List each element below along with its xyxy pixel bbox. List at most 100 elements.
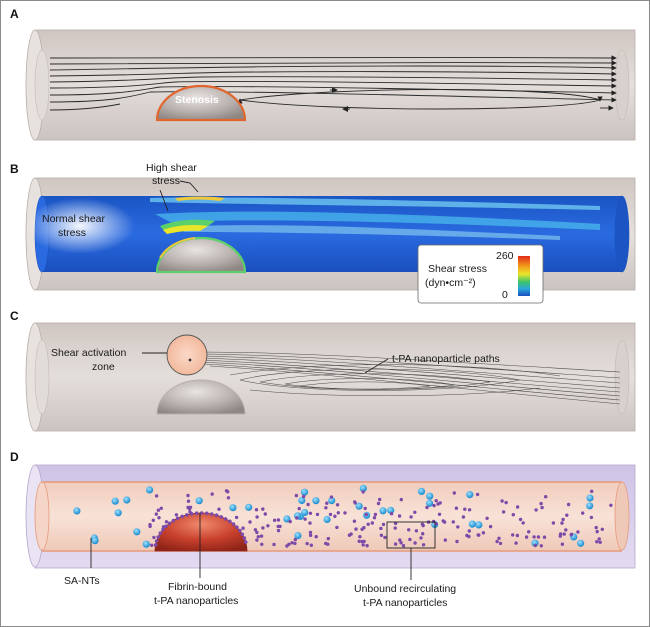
nanoparticle [414, 529, 419, 533]
panel-b: B Normal shear stress High shear stress [10, 162, 636, 304]
nanoparticle [255, 515, 259, 519]
nanoparticle [594, 525, 598, 530]
nanoparticle [413, 541, 417, 545]
nanoparticle [314, 535, 318, 539]
nanoparticle [600, 527, 604, 531]
sa-nt-particle [323, 515, 331, 524]
nanoparticle [261, 526, 265, 530]
nanoparticle [214, 513, 219, 517]
nanoparticle [408, 537, 412, 542]
nanoparticle [511, 513, 515, 517]
nanoparticle [488, 524, 493, 529]
nanoparticle [372, 516, 377, 520]
nanoparticle [421, 543, 426, 547]
shear-stress-legend: Shear stress (dyn•cm⁻²) 260 0 [417, 244, 544, 304]
nanoparticle [501, 510, 506, 514]
sa-nt-particle [387, 506, 395, 514]
nanoparticle [293, 541, 297, 546]
nanoparticle [539, 501, 543, 506]
nanoparticle [589, 515, 594, 520]
nanoparticle [363, 506, 367, 511]
sa-nt-particle [195, 497, 203, 505]
nanoparticle [527, 530, 531, 534]
nanoparticle [432, 503, 436, 508]
nanoparticle [566, 502, 571, 507]
sa-nt-particle [73, 507, 81, 515]
sa-nt-particle [359, 484, 367, 492]
nanoparticle [515, 533, 520, 538]
nanoparticle [228, 519, 232, 524]
nanoparticle [560, 542, 565, 546]
nanoparticle [240, 532, 245, 537]
nanoparticle [248, 520, 252, 524]
normal-shear-glow [25, 198, 135, 254]
nanoparticle [261, 507, 265, 511]
nanoparticle [558, 532, 563, 536]
nanoparticle [452, 491, 456, 495]
nanoparticle [358, 535, 362, 539]
nanoparticle-paths [199, 351, 621, 405]
nanoparticle [188, 505, 193, 509]
nanoparticle [442, 520, 447, 524]
nanoparticle [379, 533, 384, 537]
sa-nt-particle [586, 502, 594, 510]
nanoparticle [397, 514, 402, 518]
nanoparticle [560, 521, 564, 525]
nanoparticle [276, 524, 280, 529]
nanoparticle [521, 521, 525, 525]
nanoparticle [256, 535, 260, 539]
lumen-end [614, 481, 630, 551]
nanoparticle [242, 536, 247, 540]
nanoparticle [562, 532, 566, 536]
nanoparticle [241, 526, 245, 530]
nanoparticle [362, 526, 366, 530]
nanoparticle [476, 533, 480, 537]
nanoparticle [361, 490, 365, 494]
panel-a-label: A [10, 7, 19, 21]
nanoparticle [238, 528, 242, 533]
nanoparticle [362, 539, 366, 544]
nanoparticle [151, 518, 155, 522]
nanoparticle [308, 521, 312, 525]
nanoparticle [352, 519, 357, 523]
nanoparticle [465, 533, 469, 538]
sa-nt-particle [245, 503, 253, 511]
nanoparticle [595, 540, 599, 544]
nanoparticle [223, 517, 228, 521]
nanoparticle [315, 512, 320, 517]
nanoparticle [597, 537, 601, 541]
paths-label: t-PA nanoparticle paths [392, 353, 500, 365]
nanoparticles [148, 489, 613, 548]
nanoparticle [451, 520, 455, 524]
nanoparticle [335, 503, 340, 507]
sa-nt-particle [328, 497, 336, 505]
nanoparticle [542, 535, 547, 539]
nanoparticle [272, 542, 276, 547]
nanoparticle [157, 516, 161, 520]
activation-zone-label-line2: zone [92, 361, 115, 373]
lumen-end [614, 195, 630, 273]
vessel-lumen [42, 482, 622, 551]
nanoparticle [328, 512, 333, 517]
panel-c-label: C [10, 309, 19, 323]
sa-nt-particle [91, 537, 99, 545]
nanoparticle [534, 508, 538, 512]
legend-min-value: 0 [502, 289, 508, 301]
nanoparticle [290, 541, 294, 545]
nanoparticle [498, 541, 503, 546]
nanoparticle [326, 536, 330, 541]
nanoparticle [561, 517, 565, 522]
sa-nt-particle [468, 520, 476, 528]
nanoparticle [381, 522, 386, 527]
sa-nt-particle [426, 492, 434, 500]
sa-nt-particle [301, 508, 309, 517]
sa-nt-particle [142, 540, 150, 548]
sa-nt-particle [379, 507, 387, 515]
nanoparticle [544, 495, 548, 499]
nanoparticle [569, 533, 573, 537]
high-shear-leader [159, 189, 169, 212]
panel-c: C Shear activation zone [10, 309, 636, 432]
nanoparticle [276, 518, 281, 522]
sa-nt-particle [577, 539, 585, 547]
nanoparticle [243, 540, 248, 544]
